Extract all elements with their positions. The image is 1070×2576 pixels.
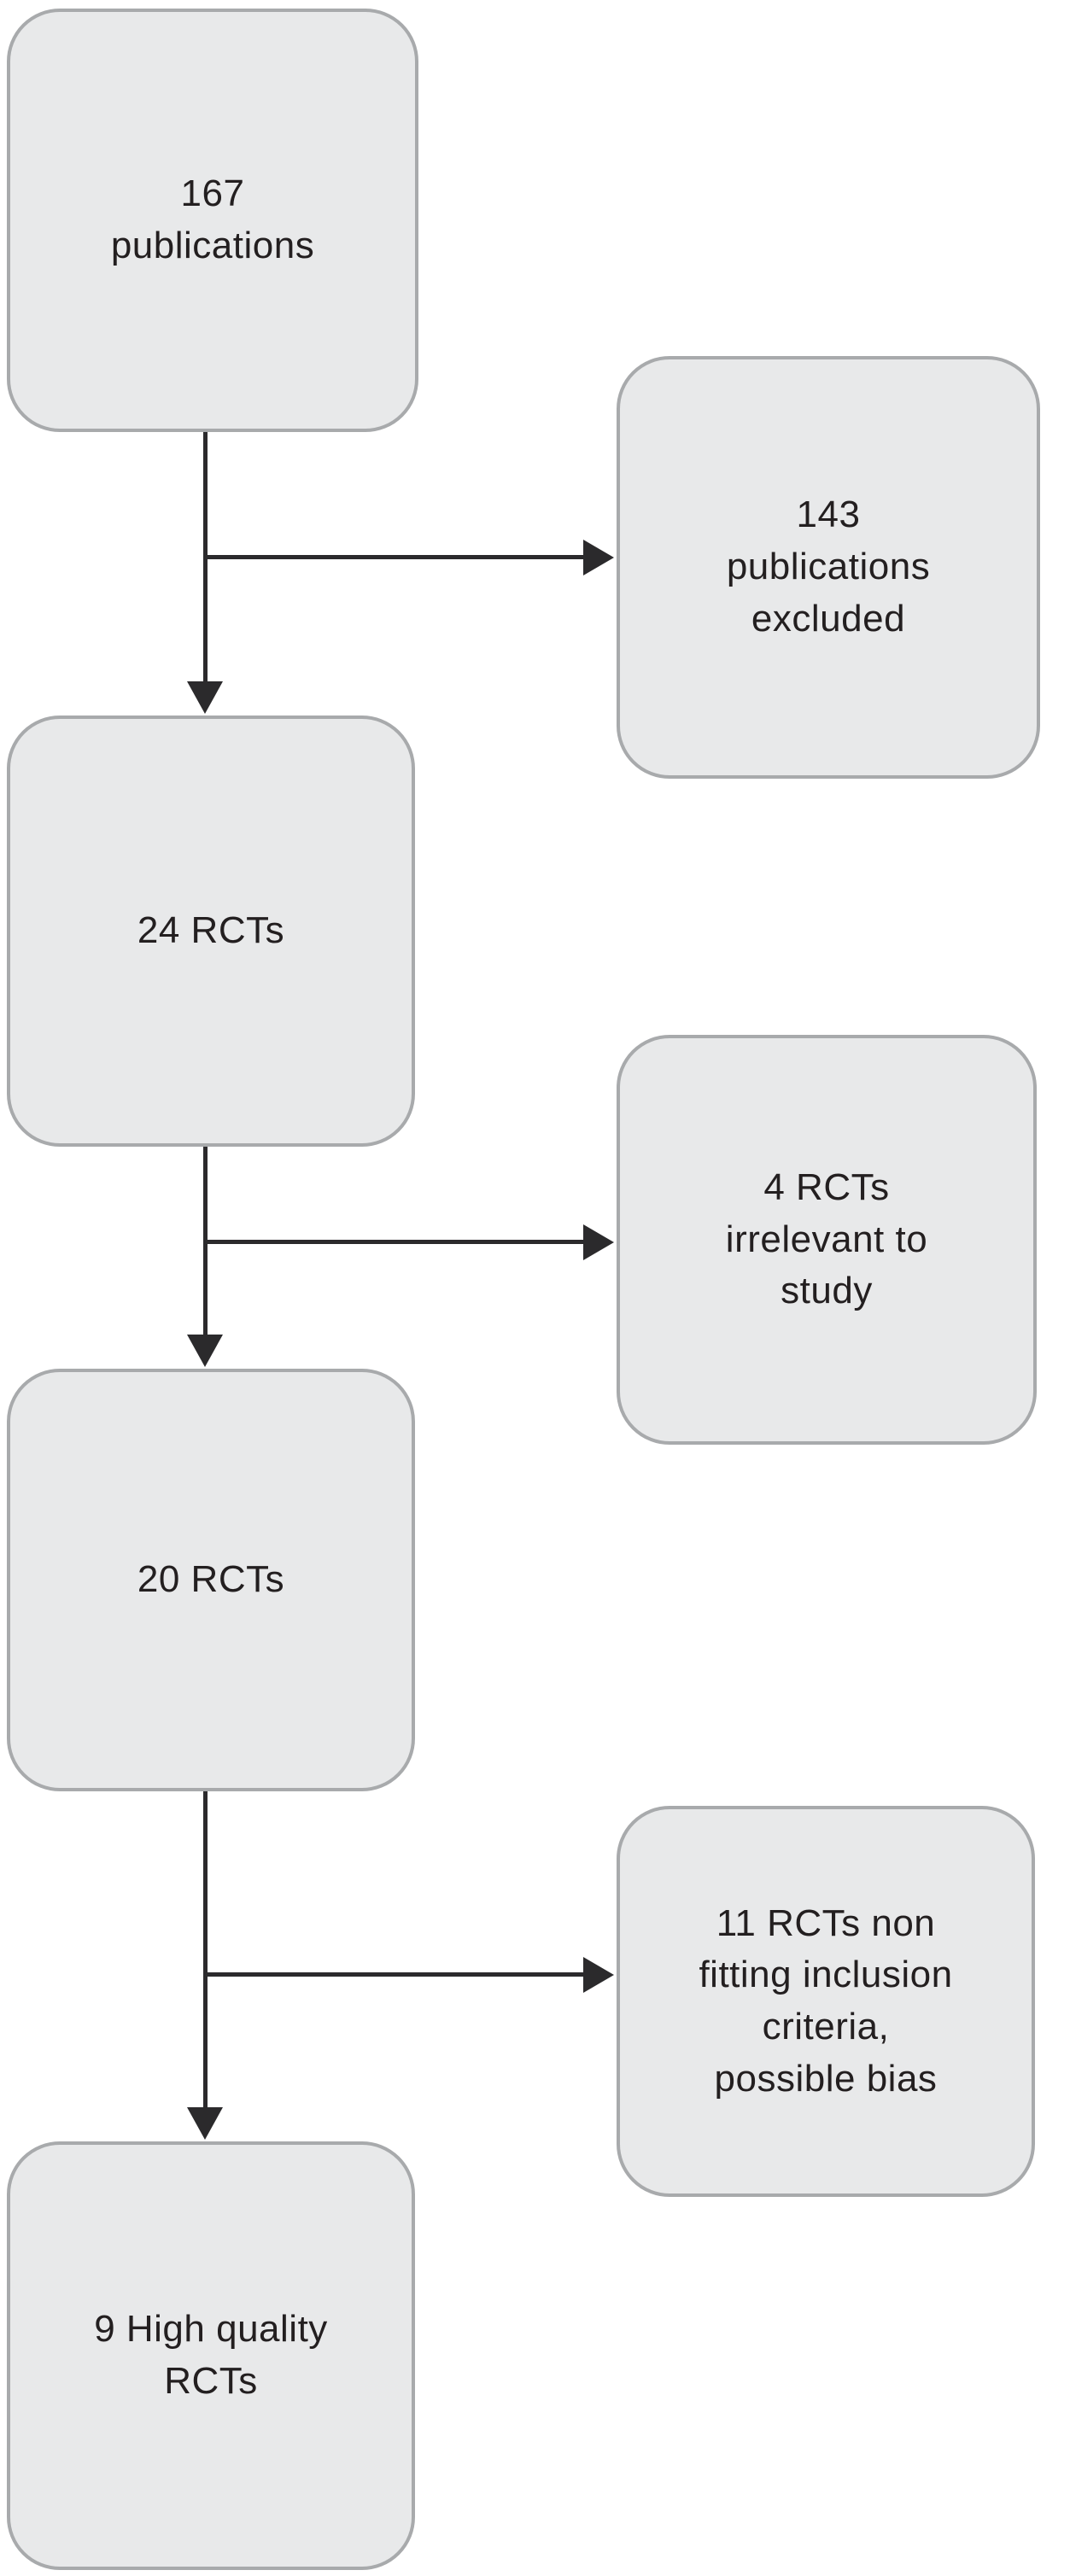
arrowhead-down-icon — [187, 1335, 223, 1367]
flow-box-rcts-assessed: 20 RCTs — [7, 1369, 415, 1791]
connector-line-screened-to-irrelevant — [203, 1240, 584, 1244]
connector-line-identified-to-excluded — [203, 555, 584, 559]
box-label-rcts-high-quality: 9 High quality RCTs — [94, 2308, 328, 2402]
flow-box-rcts-non-fitting: 11 RCTs non fitting inclusion criteria, … — [617, 1806, 1035, 2197]
flow-box-publications-identified: 167 publications — [7, 9, 418, 432]
connector-line-identified-to-screened — [203, 432, 208, 686]
arrowhead-right-icon — [583, 1957, 614, 1993]
flow-box-rcts-irrelevant: 4 RCTs irrelevant to study — [617, 1035, 1037, 1445]
box-label-rcts-assessed: 20 RCTs — [137, 1558, 285, 1601]
arrowhead-right-icon — [583, 540, 614, 575]
box-label-rcts-non-fitting: 11 RCTs non fitting inclusion criteria, … — [699, 1901, 953, 2100]
connector-line-assessed-to-high-quality — [203, 1791, 208, 2111]
box-label-publications-identified: 167 publications — [110, 172, 315, 266]
connector-line-assessed-to-non-fitting — [203, 1972, 584, 1977]
box-label-rcts-screened: 24 RCTs — [137, 909, 285, 952]
arrowhead-right-icon — [583, 1224, 614, 1260]
box-label-rcts-irrelevant: 4 RCTs irrelevant to study — [725, 1165, 928, 1312]
flow-box-rcts-screened: 24 RCTs — [7, 716, 415, 1147]
arrowhead-down-icon — [187, 681, 223, 714]
box-label-publications-excluded: 143 publications excluded — [726, 494, 931, 640]
flow-box-rcts-high-quality: 9 High quality RCTs — [7, 2141, 415, 2570]
flow-box-publications-excluded: 143 publications excluded — [617, 356, 1040, 779]
arrowhead-down-icon — [187, 2107, 223, 2140]
